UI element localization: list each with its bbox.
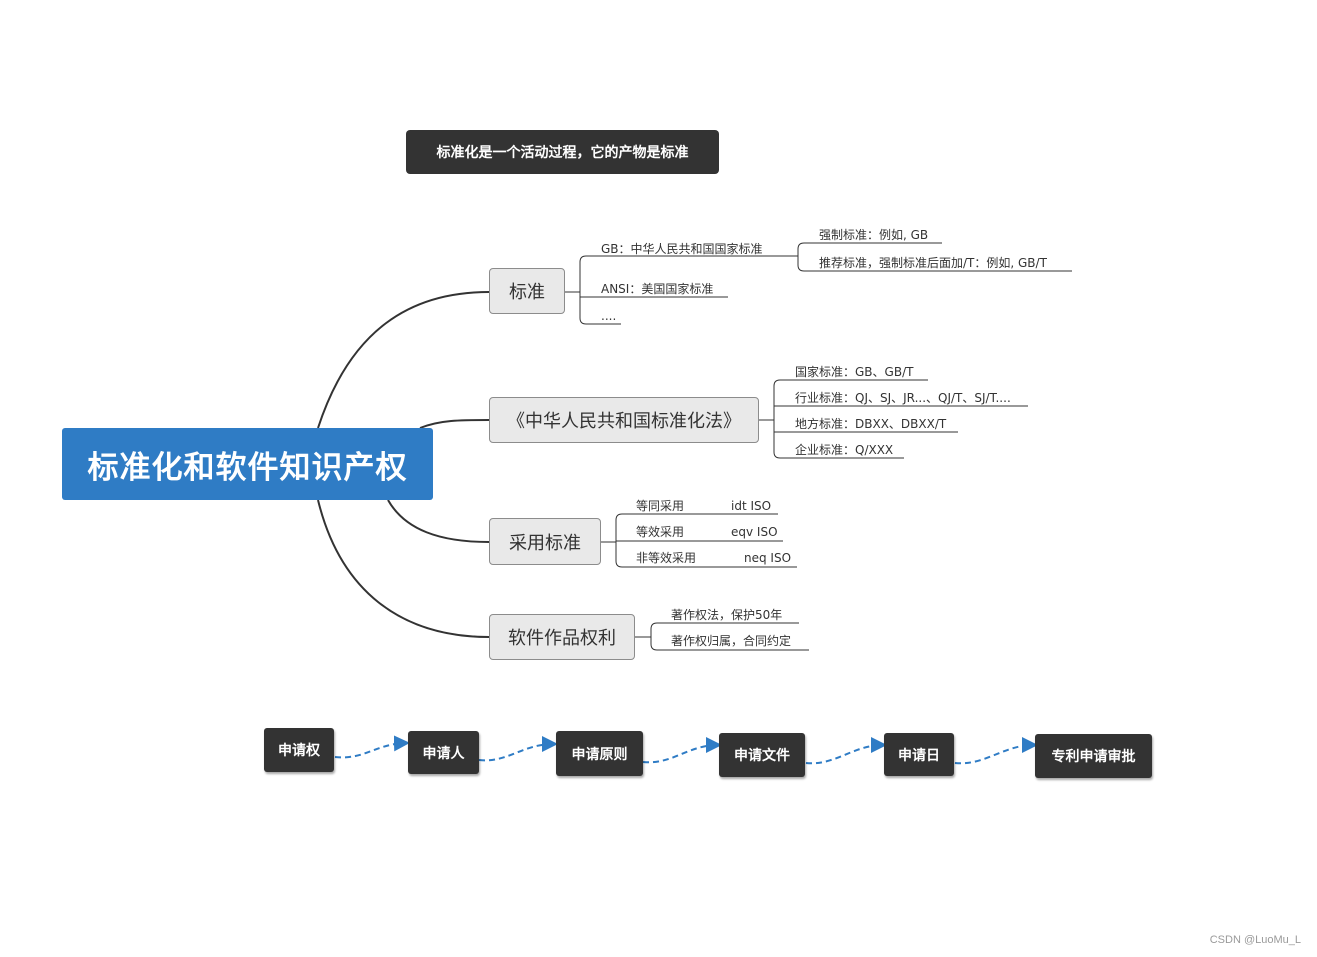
connector-root-adopt (387, 499, 490, 543)
connector-root-law (419, 419, 490, 429)
leaf-identical-code: idt ISO (731, 499, 772, 513)
leaf-enterprise-standard[interactable]: 企业标准：Q/XXX (795, 443, 894, 457)
leaf-nonequivalent-adoption[interactable]: 非等效采用 (636, 551, 697, 565)
note-box: 标准化是一个活动过程，它的产物是标准 (406, 130, 719, 174)
leaf-equivalent-adoption[interactable]: 等效采用 (636, 525, 685, 539)
leaf-nonequivalent-code: neq ISO (744, 551, 792, 565)
leaf-gb-recommended[interactable]: 推荐标准，强制标准后面加/T：例如, GB/T (819, 256, 1047, 270)
connector-root-standard (317, 291, 490, 429)
watermark: CSDN @LuoMu_L (1209, 934, 1301, 946)
flow-arrow-3 (642, 737, 722, 764)
connector-root-software (317, 499, 490, 638)
flow-arrow-4 (805, 737, 887, 765)
leaf-ellipsis[interactable]: .... (601, 309, 617, 323)
flow-node-application-principle[interactable]: 申请原则 (556, 731, 643, 776)
leaf-industry-standard[interactable]: 行业标准：QJ、SJ、JR...、QJ/T、SJ/T.... (795, 391, 1011, 405)
flow-node-patent-approval[interactable]: 专利申请审批 (1035, 734, 1152, 778)
flow-node-application-documents[interactable]: 申请文件 (719, 733, 805, 777)
leaf-equivalent-code: eqv ISO (731, 525, 778, 539)
leaf-gb[interactable]: GB：中华人民共和国国家标准 (601, 242, 763, 256)
branch-software-rights[interactable]: 软件作品权利 (489, 614, 635, 660)
leaf-copyright-law[interactable]: 著作权法，保护50年 (671, 608, 783, 622)
flow-arrow-1 (334, 735, 410, 759)
flow-node-application-right[interactable]: 申请权 (264, 728, 334, 772)
leaf-national-standard[interactable]: 国家标准：GB、GB/T (795, 365, 914, 379)
branch-adopt-standard[interactable]: 采用标准 (489, 518, 601, 565)
branch-standard[interactable]: 标准 (489, 268, 565, 314)
leaf-ansi[interactable]: ANSI：美国国家标准 (601, 282, 714, 296)
leaf-gb-mandatory[interactable]: 强制标准：例如, GB (819, 228, 929, 242)
leaf-copyright-ownership[interactable]: 著作权归属，合同约定 (671, 634, 792, 648)
root-topic[interactable]: 标准化和软件知识产权 (62, 428, 433, 500)
leaf-identical-adoption[interactable]: 等同采用 (636, 499, 685, 513)
flow-arrow-5 (954, 737, 1038, 765)
flow-node-application-date[interactable]: 申请日 (884, 733, 954, 776)
flow-node-applicant[interactable]: 申请人 (408, 731, 479, 774)
flow-arrow-2 (478, 736, 558, 762)
leaf-local-standard[interactable]: 地方标准：DBXX、DBXX/T (795, 417, 947, 431)
branch-standardization-law[interactable]: 《中华人民共和国标准化法》 (489, 397, 759, 443)
